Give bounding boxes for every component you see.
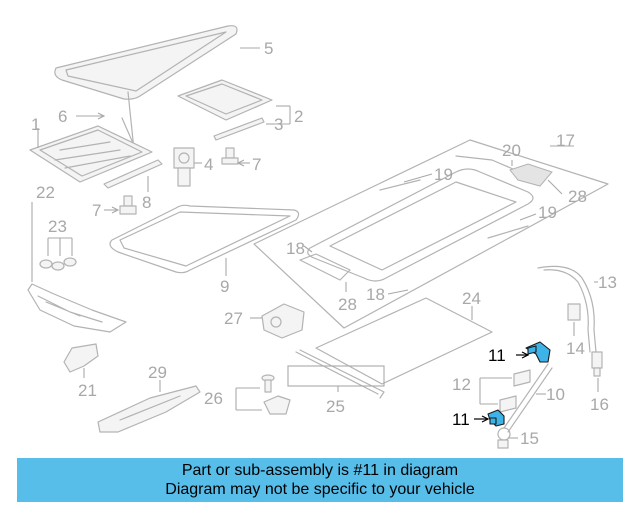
strip-part [103, 159, 163, 189]
grommet-part [591, 351, 603, 377]
callout-15: 15 [520, 429, 539, 448]
callout-27: 27 [224, 309, 243, 328]
callout-19a: 19 [434, 165, 453, 184]
drain-hose-part [537, 265, 597, 353]
parts-diagram: 5 6 1 8 2 3 4 7 7 [27, 25, 617, 449]
callout-29: 29 [148, 363, 167, 382]
weatherstrip-part [109, 204, 300, 274]
drain-tube-part [503, 363, 549, 429]
trim-panel-part [27, 283, 127, 333]
callout-12: 12 [452, 375, 471, 394]
banner-line-2: Diagram may not be specific to your vehi… [165, 481, 475, 498]
deflector-part [177, 79, 273, 121]
callout-7b: 7 [92, 201, 101, 220]
tube-bracket-part [513, 369, 531, 387]
callout-11b: 11 [452, 410, 470, 429]
callout-23: 23 [48, 217, 67, 236]
callout-10: 10 [546, 385, 565, 404]
screw-part [261, 374, 291, 415]
callout-16: 16 [590, 395, 609, 414]
clip-part [39, 259, 53, 269]
bracket-part [173, 147, 195, 187]
sunroof-frame-part [253, 139, 609, 329]
callout-3: 3 [274, 115, 283, 134]
callout-18a: 18 [286, 239, 305, 258]
callout-13: 13 [598, 273, 617, 292]
sunshade-panel-part [29, 125, 153, 183]
callout-9: 9 [220, 277, 229, 296]
callout-21: 21 [78, 381, 97, 400]
highlighted-part-11-lower[interactable] [487, 409, 505, 427]
seal-strip-part [213, 117, 265, 141]
banner-line-1: Part or sub-assembly is #11 in diagram [181, 462, 459, 479]
handle-part [97, 385, 201, 433]
bolt-part-2 [119, 195, 137, 215]
callout-26: 26 [204, 389, 223, 408]
callout-14: 14 [566, 339, 585, 358]
hose-clamp-part [497, 427, 511, 449]
callout-22: 22 [36, 183, 55, 202]
callout-20: 20 [502, 141, 521, 160]
info-banner: Part or sub-assembly is #11 in diagram D… [17, 458, 623, 502]
callout-6: 6 [58, 107, 67, 126]
callout-28a: 28 [568, 187, 587, 206]
callout-11a: 11 [488, 346, 506, 365]
callout-24: 24 [462, 289, 481, 308]
bolt-part [221, 147, 239, 165]
callout-5: 5 [264, 39, 273, 58]
callout-7a: 7 [252, 155, 261, 174]
motor-part [261, 303, 305, 339]
mount-bracket-part [63, 343, 99, 373]
callout-4: 4 [204, 155, 213, 174]
hose-clip-part [567, 303, 581, 321]
callout-25: 25 [326, 397, 345, 416]
callout-28b: 28 [338, 295, 357, 314]
callout-18b: 18 [366, 285, 385, 304]
callout-8: 8 [142, 193, 151, 212]
callout-17: 17 [556, 131, 575, 150]
callout-2: 2 [294, 107, 303, 126]
callout-1: 1 [31, 115, 40, 134]
highlighted-part-11-upper[interactable] [525, 341, 551, 363]
sunshade-part [295, 297, 493, 399]
rail-part [127, 91, 135, 151]
callout-19b: 19 [538, 203, 557, 222]
glass-panel-part [54, 25, 238, 100]
